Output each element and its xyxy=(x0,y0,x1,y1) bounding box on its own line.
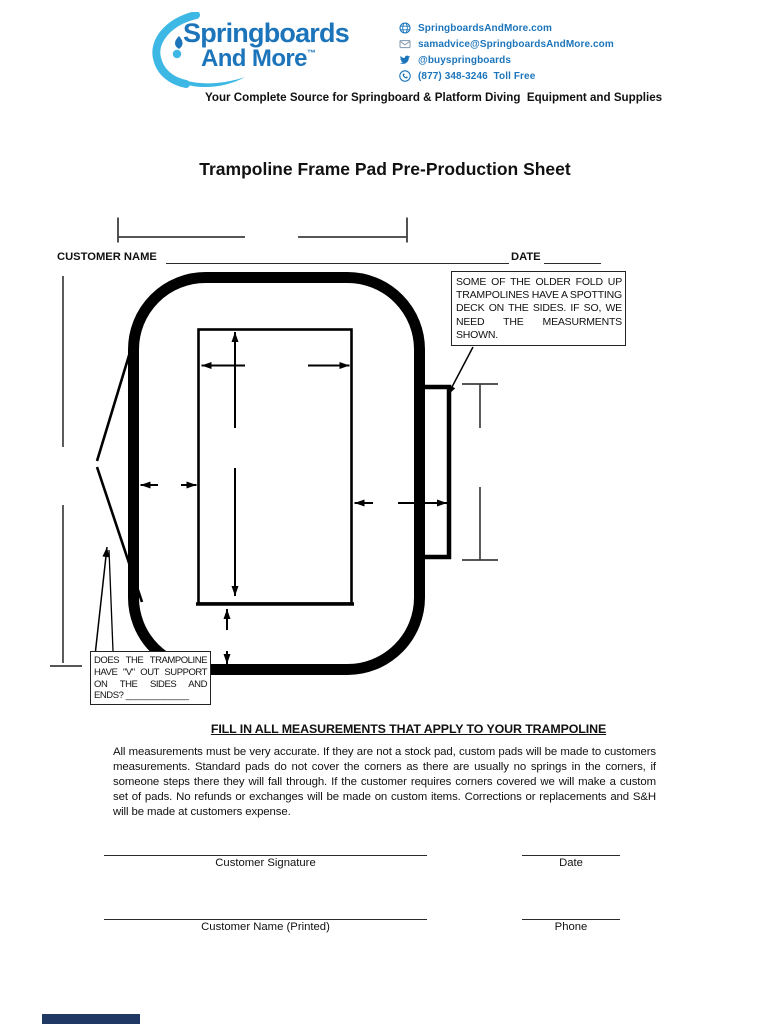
phone-label: Phone xyxy=(554,921,588,933)
customer-name-field[interactable] xyxy=(166,250,509,264)
page-title: Trampoline Frame Pad Pre-Production Shee… xyxy=(199,159,571,179)
v-support-note[interactable]: DOES THE TRAMPOLINE HAVE "V" OUT SUPPORT… xyxy=(90,651,211,705)
contact-row-twitter[interactable]: @buyspringboards xyxy=(399,52,659,68)
customer-printed-name-field[interactable] xyxy=(104,906,427,920)
deck-height-dimension xyxy=(462,383,498,561)
instructions-paragraph: All measurements must be very accurate. … xyxy=(113,746,656,818)
signature-date-label: Date xyxy=(559,857,583,869)
contact-row-phone: (877) 348-3246 Toll Free xyxy=(399,68,659,84)
twitter-handle[interactable]: @buyspringboards xyxy=(418,54,512,66)
trademark-symbol: ™ xyxy=(306,48,316,58)
customer-signature-field[interactable] xyxy=(104,842,427,856)
trampoline-frame xyxy=(128,272,425,675)
twitter-icon xyxy=(399,55,411,64)
customer-name-label: CUSTOMER NAME xyxy=(57,251,157,263)
signature-date-field[interactable] xyxy=(522,842,620,856)
overall-height-dimension xyxy=(50,276,82,667)
spotting-deck-note: SOME OF THE OLDER FOLD UP TRAMPOLINES HA… xyxy=(451,271,626,346)
fill-in-heading: FILL IN ALL MEASUREMENTS THAT APPLY TO Y… xyxy=(210,722,607,736)
website-url[interactable]: SpringboardsAndMore.com xyxy=(418,22,552,34)
customer-signature-label: Customer Signature xyxy=(215,857,316,869)
v-out-support xyxy=(95,328,144,603)
phone-icon xyxy=(399,70,411,82)
date-field[interactable] xyxy=(544,250,601,264)
diver-swoosh-icon xyxy=(152,11,245,88)
globe-icon xyxy=(399,22,411,34)
brand-logo xyxy=(150,11,320,90)
contact-block: SpringboardsAndMore.com samadvice@Spring… xyxy=(399,20,659,84)
footer-bar xyxy=(42,1014,140,1024)
top-width-dimension xyxy=(117,217,408,243)
customer-printed-name-label: Customer Name (Printed) xyxy=(201,921,330,933)
brand-name-text: And More xyxy=(201,45,307,72)
deck-note-leader-arrow xyxy=(446,346,474,396)
brand-name-line2: And More™ xyxy=(201,45,316,73)
contact-row-email[interactable]: samadvice@SpringboardsAndMore.com xyxy=(399,36,659,52)
email-icon xyxy=(399,40,411,49)
phone-field[interactable] xyxy=(522,906,620,920)
contact-row-website[interactable]: SpringboardsAndMore.com xyxy=(399,20,659,36)
phone-number: (877) 348-3246 Toll Free xyxy=(418,70,536,82)
date-label: DATE xyxy=(511,251,541,263)
tagline: Your Complete Source for Springboard & P… xyxy=(205,91,663,104)
v-support-note-leader-arrow xyxy=(94,546,114,652)
trampoline-bed xyxy=(196,328,354,606)
brand-name-line1: Springboards xyxy=(183,18,350,48)
email-address[interactable]: samadvice@SpringboardsAndMore.com xyxy=(418,38,614,50)
